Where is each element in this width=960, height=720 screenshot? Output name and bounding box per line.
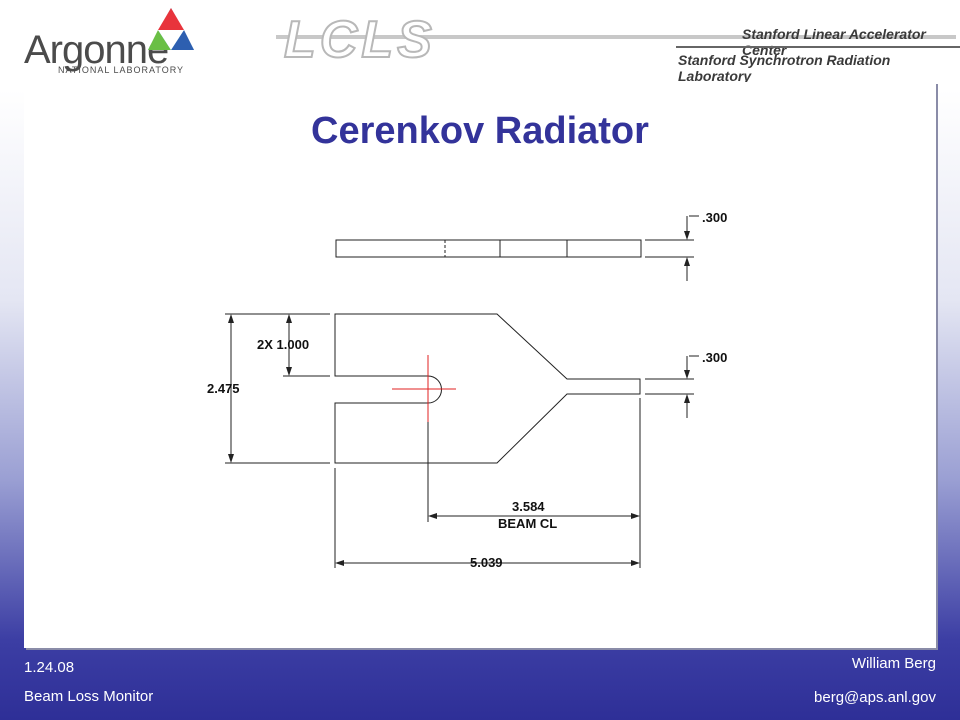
footer-date: 1.24.08 <box>24 659 75 676</box>
slide-content-area <box>24 82 936 648</box>
beam-centerline-crosshair <box>392 355 456 422</box>
dim-beam-cl-label: BEAM CL <box>498 516 557 531</box>
slide-title: Cerenkov Radiator <box>311 110 649 152</box>
dim-top-thickness: .300 <box>702 210 727 225</box>
dim-neck-width: .300 <box>702 350 727 365</box>
footer-email: berg@aps.anl.gov <box>814 689 936 706</box>
dim-slot: 2X 1.000 <box>257 337 309 352</box>
ssrl-name: Stanford Synchrotron Radiation Laborator… <box>678 52 891 84</box>
dim-beam-cl: 3.584 <box>512 499 545 514</box>
argonne-logo-text: Argonne <box>24 28 169 72</box>
side-view-outline <box>335 239 642 258</box>
footer-topic: Beam Loss Monitor <box>24 688 154 705</box>
argonne-triangle-logo-icon <box>148 8 194 50</box>
dim-length: 5.039 <box>470 555 503 570</box>
plan-view-outline <box>334 313 641 464</box>
slac-rule <box>676 46 960 48</box>
lcls-logo-text: LCLS <box>283 10 436 70</box>
dim-height: 2.475 <box>207 381 240 396</box>
header-bar: Argonne NATIONAL LABORATORY LCLS Stanfor… <box>0 0 960 84</box>
lcls-rule <box>276 35 956 39</box>
footer-author: William Berg <box>851 655 936 672</box>
argonne-logo-subtitle: NATIONAL LABORATORY <box>58 65 185 75</box>
